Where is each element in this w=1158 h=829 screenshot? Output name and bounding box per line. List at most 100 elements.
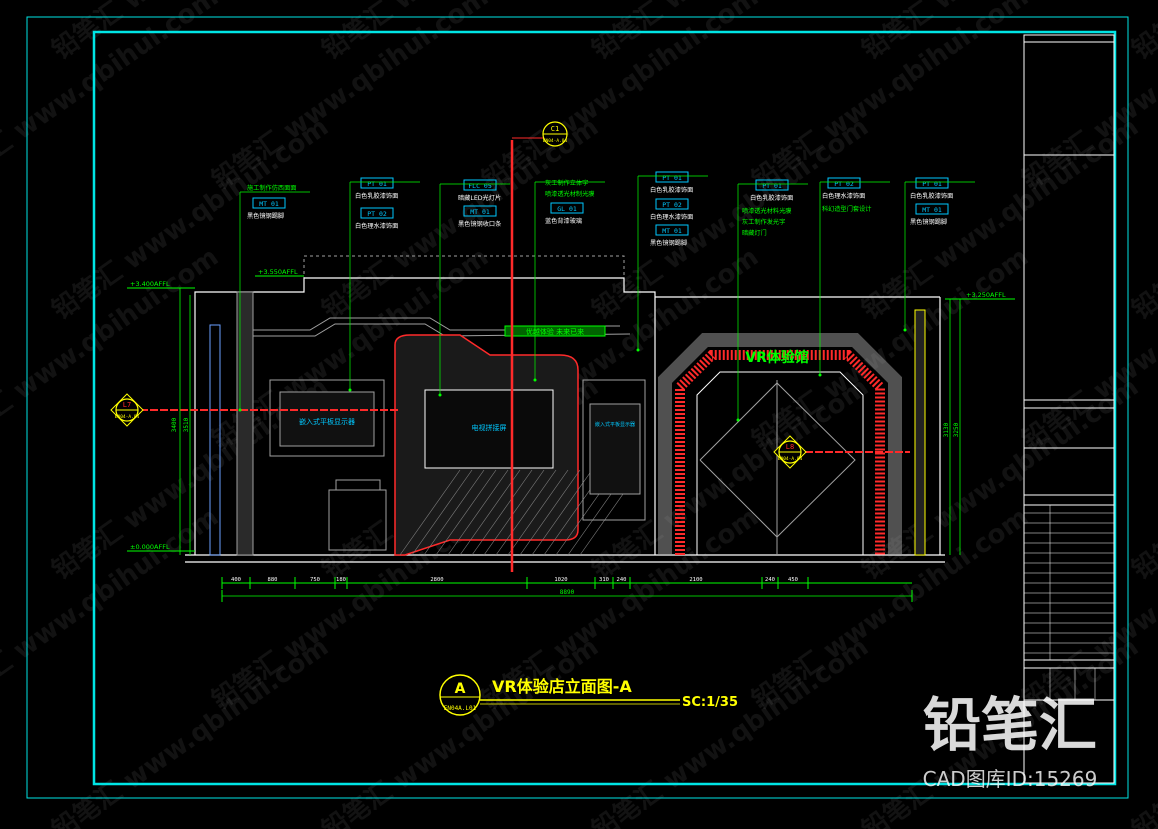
callout-tag-box (463, 205, 497, 217)
arch-inner (696, 371, 864, 555)
callout-tag: MT 01 (259, 200, 279, 208)
callout-tag-box (655, 224, 689, 236)
callout-tag-box (550, 202, 584, 214)
callout-text: 蓝色背漆玻璃 (545, 217, 582, 225)
callout-tag: FLC 05 (468, 182, 492, 190)
drawing-frame (92, 30, 1117, 786)
callout-text: 暗藏LED光灯片 (458, 194, 501, 202)
left-screen-frame (269, 379, 385, 457)
section-marker-top-num: C1 (551, 125, 559, 133)
callout-tag-box (915, 177, 949, 189)
level-markers: +3.400AFFL ±0.000AFFL +3.550AFFL +3.250A… (127, 268, 1015, 552)
callout-text: 黑色镜钢收口条 (458, 220, 501, 228)
section-marker-top: C1 EN04-A.04 (542, 121, 568, 147)
hatch-line (447, 469, 509, 556)
callout-tag-box (755, 179, 789, 191)
callout-text: 白色理水漆饰面 (650, 213, 693, 221)
callout-text: 灰工制作立体字 (545, 179, 588, 187)
leader-dot (438, 393, 442, 397)
outer-border (26, 16, 1129, 799)
level-left-top: +3.400AFFL (130, 280, 170, 288)
hatch-line (471, 469, 533, 556)
strip-sign-text: 优越体验 未来已来 (526, 327, 584, 336)
callout-text: 喷漆透光材料光膜 (742, 207, 792, 215)
right-screen (589, 403, 641, 495)
callout-text: 白色理水漆饰面 (822, 192, 865, 200)
callout-tag-box (655, 198, 689, 210)
dimension-label: 1020 (554, 577, 567, 583)
right-column (914, 309, 926, 556)
arch-sign: VR体验馆 (745, 349, 809, 366)
callout-tag-box (252, 197, 286, 209)
dimension-label: 2100 (689, 577, 702, 583)
dimension-label: 880 (268, 577, 278, 583)
callout-tag-box (463, 179, 497, 191)
ceiling-bulkhead (303, 255, 625, 279)
callout-text: 暗藏灯门 (742, 229, 767, 237)
section-marker-right: L8 EN04-A.04 (773, 435, 807, 469)
leader-dot (238, 408, 242, 412)
callout-text: 科幻造型门套设计 (822, 205, 872, 213)
watermark-text: 铅笔汇 www.qbihui.com (586, 631, 874, 829)
dimension-label: 750 (310, 577, 320, 583)
dim-total: 8890 (560, 589, 575, 596)
callout-tag-box (360, 207, 394, 219)
callout-text: 白色理水漆饰面 (355, 222, 398, 230)
section-marker-top-sheet: EN04-A.04 (543, 138, 568, 144)
right-screen-frame (582, 379, 646, 521)
callout-tag: MT 01 (470, 208, 490, 216)
left-screen-label: 嵌入式平板显示器 (299, 417, 355, 426)
door (699, 380, 856, 555)
callout-text: 施工制作仿西面面 (247, 184, 297, 192)
leader-dot (636, 348, 640, 352)
level-mid-top: +3.550AFFL (258, 268, 298, 276)
drawing-letter: A (455, 681, 466, 697)
drawing-title: VR体验店立面图-A (492, 677, 632, 696)
callout-text: 黑色镜钢踢脚 (910, 218, 947, 226)
dimension-label: 400 (231, 577, 241, 583)
dim-left-outer: 3400 (171, 417, 178, 432)
hatch-line (507, 469, 569, 556)
left-glass (209, 324, 221, 556)
arch-red-band (675, 350, 885, 555)
callout-text: 灰工制作发光字 (742, 218, 785, 226)
drawing-ref: EN04A.L01 (444, 705, 477, 712)
callout-tag: PT 01 (922, 180, 942, 188)
callout-tag: PT 02 (662, 201, 682, 209)
callout-tag-box (827, 177, 861, 189)
watermark-text: 铅笔汇 www.qbihui.com (46, 631, 334, 829)
callout-tag-box (915, 203, 949, 215)
callout-tag: PT 01 (367, 180, 387, 188)
dimension-label: 180 (336, 577, 346, 583)
section-marker-left-num: L7 (123, 401, 131, 409)
section-marker-right-num: L8 (786, 443, 794, 451)
callout-tag: PT 01 (762, 182, 782, 190)
callout-text: 白色乳胶漆饰面 (750, 194, 793, 202)
level-right-top: +3.250AFFL (966, 291, 1006, 299)
vertical-dimensions (179, 288, 961, 555)
callout-tag-box (360, 177, 394, 189)
hatch-line (435, 469, 497, 556)
right-screen-label: 嵌入式平板显示器 (595, 421, 635, 428)
title-block (1023, 34, 1115, 784)
callout-text: 白色乳胶漆饰面 (355, 192, 398, 200)
watermark-subtitle: CAD图库ID:15269 (923, 767, 1098, 791)
callout-tag: PT 01 (662, 174, 682, 182)
callout-text: 白色乳胶漆饰面 (650, 186, 693, 194)
hatch-line (399, 469, 461, 556)
watermark-text: 铅笔汇 www.qbihui.com (1126, 0, 1158, 66)
dimension-label: 240 (765, 577, 775, 583)
callout-tag: PT 02 (367, 210, 387, 218)
ceiling-molding (253, 323, 631, 337)
section-marker-left-sheet: EN04-A.04 (115, 414, 140, 420)
watermark-logo: 铅笔汇 (923, 691, 1097, 759)
center-screen-label: 电视拼接屏 (472, 423, 507, 432)
hatch-line (459, 469, 521, 556)
hatch-line (483, 469, 545, 556)
title-block-grid (1024, 505, 1114, 700)
watermark-text: 铅笔汇 www.qbihui.com (46, 111, 334, 325)
dim-right-inner: 3130 (943, 422, 950, 437)
hatch-line (423, 469, 485, 556)
